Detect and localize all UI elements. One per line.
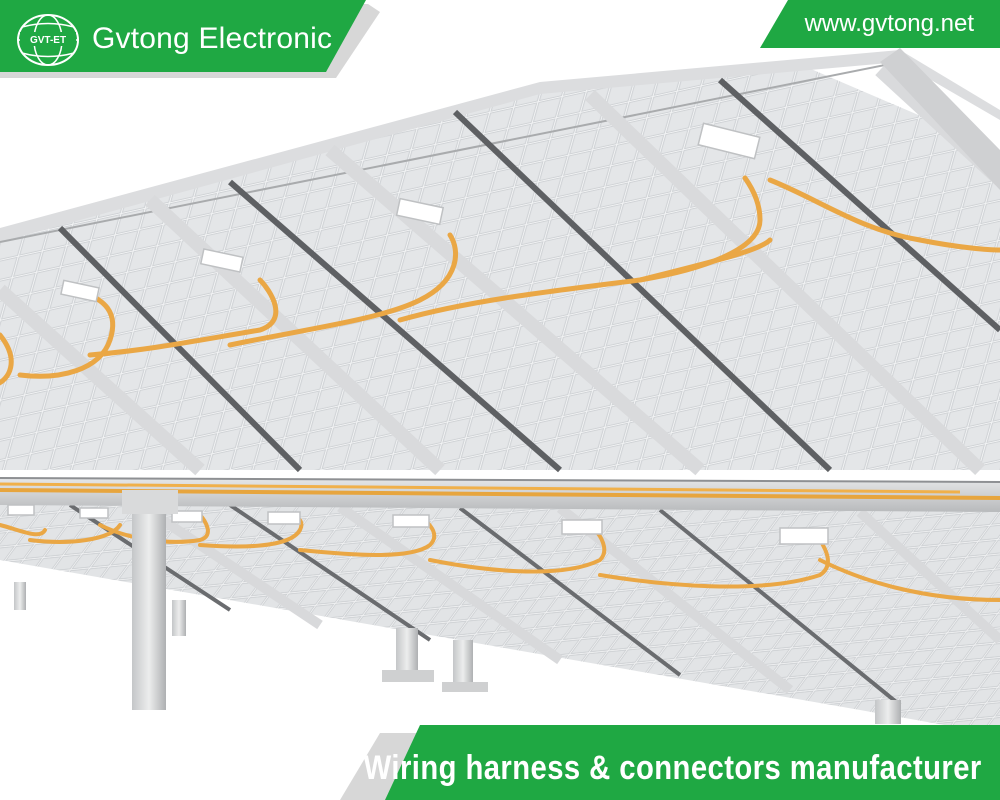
cable-harness-lower	[0, 513, 1000, 602]
support-posts	[14, 490, 901, 724]
lower-panel-array	[0, 500, 1000, 735]
upper-panel-array	[0, 48, 1000, 476]
junction-boxes-upper	[60, 122, 761, 303]
cable-harness-upper	[0, 175, 1000, 386]
tagline: Wiring harness & connectors manufacturer	[363, 749, 982, 787]
brand-banner	[0, 0, 380, 78]
brand-name: Gvtong Electronic	[92, 22, 333, 55]
logo-text: GVT-ET	[30, 35, 66, 46]
website-url: www.gvtong.net	[804, 10, 974, 37]
url-banner	[760, 0, 1000, 48]
globe-icon: GVT-ET	[14, 12, 82, 68]
junction-boxes-lower	[7, 504, 829, 545]
tagline-banner	[340, 725, 1000, 800]
